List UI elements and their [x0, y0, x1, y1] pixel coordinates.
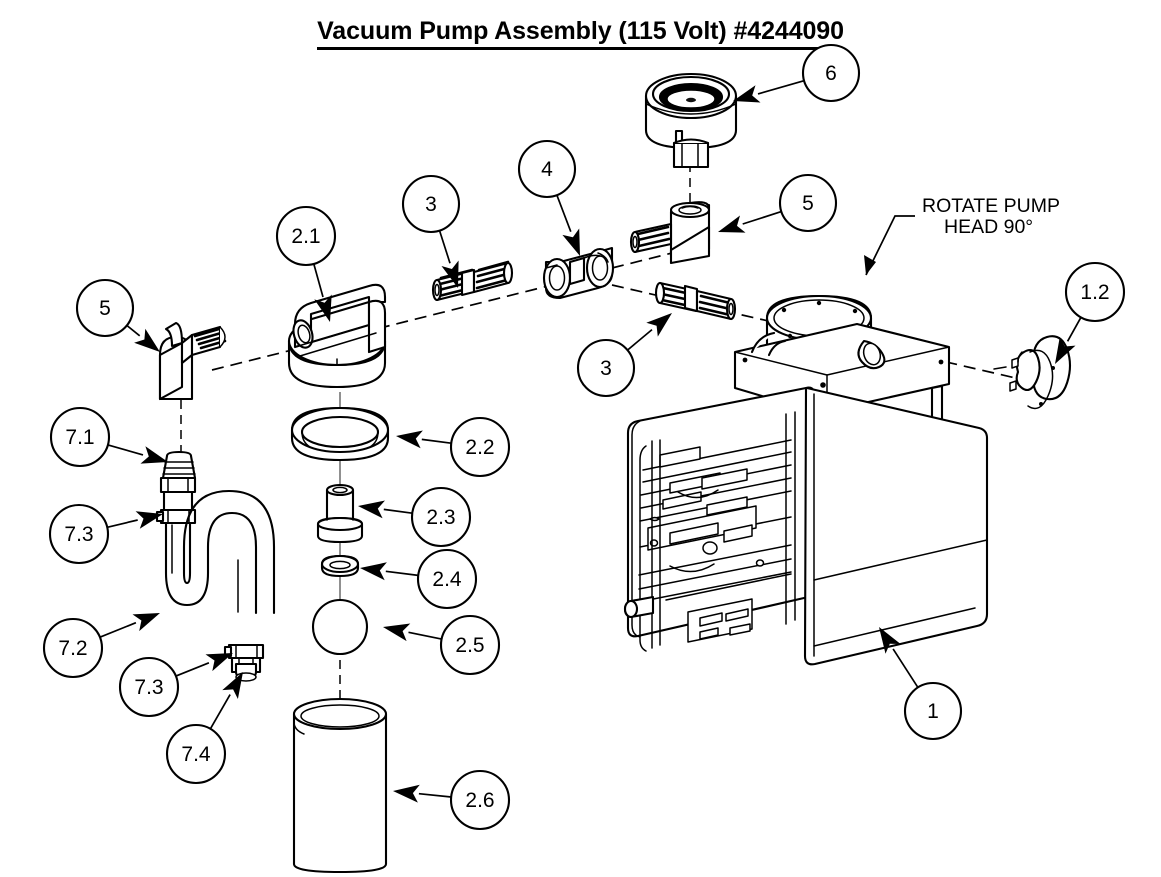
- callout-balloon-2.1[interactable]: [275, 205, 337, 267]
- callout-leader-line: [438, 230, 451, 264]
- callout-balloon-1.2[interactable]: [1064, 261, 1126, 323]
- part-nipple-fitting-lower: [654, 281, 737, 321]
- callout-label-7.2: 7.2: [58, 637, 88, 660]
- callout-leader-line: [556, 194, 572, 233]
- callout-label-3-upper: 3: [425, 193, 437, 216]
- callout-arrowhead: [140, 446, 168, 464]
- callout-arrowhead: [134, 328, 160, 352]
- part-elbow-fitting-upper: [629, 201, 711, 265]
- callout-balloon-2.5[interactable]: [439, 614, 501, 676]
- callout-balloon-3-upper[interactable]: [401, 174, 461, 234]
- callout-label-2.3: 2.3: [426, 506, 456, 529]
- callout-arrowhead: [135, 511, 163, 529]
- callout-balloon-7.1[interactable]: [49, 406, 111, 468]
- callout-leader-line: [99, 621, 137, 638]
- callout-leader-line: [757, 79, 805, 95]
- callout-leader-line: [383, 508, 413, 515]
- callout-arrowhead: [396, 430, 423, 449]
- callout-balloon-5-left[interactable]: [75, 278, 135, 338]
- callout-arrowhead: [205, 653, 233, 672]
- part-collection-jar: [292, 697, 388, 874]
- callout-balloon-7.2[interactable]: [42, 617, 104, 679]
- part-vacuum-pump-motor: [623, 294, 989, 666]
- callout-label-3-lower: 3: [600, 357, 612, 380]
- callout-balloon-2.4[interactable]: [416, 548, 478, 610]
- callout-label-2.5: 2.5: [455, 634, 485, 657]
- callout-balloon-3-lower[interactable]: [576, 338, 636, 398]
- callout-label-2.6: 2.6: [465, 789, 495, 812]
- callout-leader-line: [421, 438, 452, 445]
- callout-leader-line: [418, 792, 452, 798]
- callout-leader-line: [107, 519, 138, 529]
- callout-label-2.2: 2.2: [465, 436, 495, 459]
- callout-arrowhead: [441, 260, 459, 288]
- part-tee-fitting: [542, 246, 615, 300]
- callout-arrowhead: [733, 85, 761, 103]
- callout-arrowhead: [360, 562, 387, 581]
- callout-balloon-7.4[interactable]: [165, 723, 227, 785]
- page-title: Vacuum Pump Assembly (115 Volt) #4244090: [0, 17, 1161, 50]
- callout-balloon-7.3-upper[interactable]: [48, 503, 110, 565]
- callout-leader-line: [175, 662, 210, 677]
- motor-cooling-fins: [637, 439, 792, 643]
- part-valve-body: [287, 283, 387, 389]
- callout-label-4: 4: [541, 158, 553, 181]
- callout-arrowhead: [393, 784, 420, 803]
- callout-label-5-upper: 5: [802, 192, 814, 215]
- callout-arrowhead: [1055, 336, 1076, 364]
- callout-leader-line: [126, 324, 141, 337]
- callout-balloon-4[interactable]: [517, 139, 577, 199]
- callout-label-6: 6: [825, 62, 837, 85]
- callout-label-7.3-upper: 7.3: [64, 523, 94, 546]
- callout-label-7.3-lower: 7.3: [134, 676, 164, 699]
- callout-arrowhead: [718, 215, 746, 233]
- callout-leader-line: [209, 694, 231, 730]
- callout-label-7.4: 7.4: [181, 743, 211, 766]
- callout-arrowhead: [222, 672, 243, 699]
- callout-leader-line: [385, 570, 419, 577]
- part-hose-assembly: [155, 450, 276, 682]
- callout-leader-line: [107, 444, 144, 456]
- callout-label-7.1: 7.1: [65, 426, 95, 449]
- callout-balloon-2.2[interactable]: [449, 416, 511, 478]
- callout-arrowhead: [383, 623, 411, 642]
- part-float-ball: [311, 598, 369, 656]
- callout-balloon-1[interactable]: [903, 681, 963, 741]
- callout-label-2.4: 2.4: [432, 568, 462, 591]
- callout-balloon-2.6[interactable]: [449, 769, 511, 831]
- callout-label-5-left: 5: [99, 297, 111, 320]
- callout-leader-line: [312, 263, 324, 298]
- part-elbow-fitting-left: [158, 321, 227, 401]
- callout-arrowhead: [314, 294, 332, 322]
- part-o-ring-small: [320, 554, 360, 578]
- rotate-pump-head-note: ROTATE PUMP HEAD 90°: [922, 195, 1060, 238]
- part-vacuum-gauge: [644, 72, 738, 169]
- callout-leader-line: [626, 328, 653, 351]
- part-valve-stem: [316, 483, 364, 544]
- callout-arrowhead: [132, 613, 160, 632]
- callout-balloon-5-upper[interactable]: [778, 173, 838, 233]
- callout-label-2.1: 2.1: [291, 225, 321, 248]
- callout-leader-line: [892, 648, 919, 688]
- callout-arrowhead: [358, 500, 385, 519]
- callout-arrowhead: [879, 627, 901, 654]
- callout-leader-line: [408, 631, 442, 640]
- callout-label-1.2: 1.2: [1080, 281, 1110, 304]
- callout-balloon-6[interactable]: [801, 43, 861, 103]
- callout-label-1: 1: [927, 700, 939, 723]
- callout-arrowhead: [562, 228, 580, 256]
- callout-layer: [42, 43, 1126, 831]
- part-o-ring-large: [290, 406, 390, 462]
- callout-balloon-7.3-lower[interactable]: [118, 656, 180, 718]
- callout-leader-line: [1066, 316, 1082, 342]
- callout-arrowhead: [646, 313, 672, 337]
- callout-leader-line: [742, 210, 782, 225]
- rotate-pump-head-leader: [864, 215, 915, 276]
- callout-balloon-2.3[interactable]: [410, 486, 472, 548]
